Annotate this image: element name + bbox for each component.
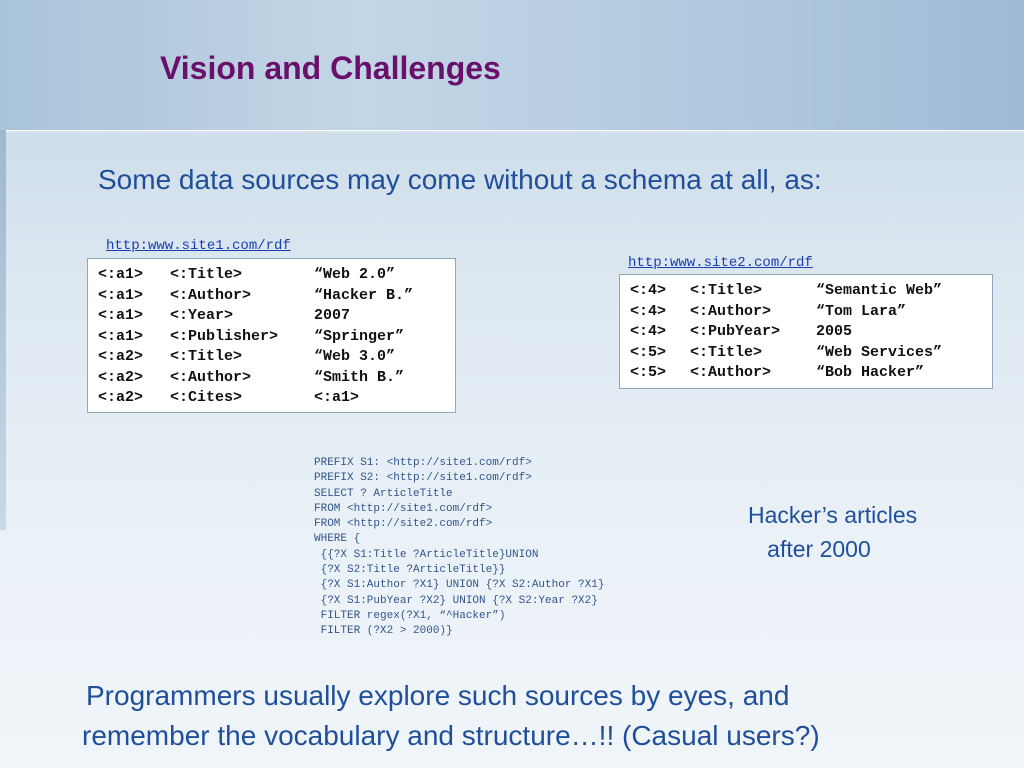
predicate-cell: <:Author> [170,286,252,304]
footer-line: remember the vocabulary and structure…!!… [82,720,820,751]
footer-line: Programmers usually explore such sources… [86,680,790,711]
source1-triple-table: <:a1> <:Title> “Web 2.0” <:a1> <:Author> “Hac… [87,258,456,413]
sparql-query: PREFIX S1: <http://site1.com/rdf> PREFIX … [314,456,604,640]
predicate-cell: <:Author> [690,302,772,320]
predicate-cell: <:Title> [690,282,763,299]
query-line: {?X S1:Author ?X1} UNION {?X S2:Author ?… [314,579,605,592]
query-line: SELECT ? ArticleTitle [314,487,453,500]
object-cell: “Web 3.0” [314,348,396,365]
object-cell: “Springer” [314,327,405,345]
query-line: {?X S2:Title ?ArticleTitle}} [314,564,506,577]
query-line: PREFIX S2: <http://site1.com/rdf> [314,472,532,485]
slide-subtitle: Some data sources may come without a sch… [98,164,822,195]
query-line: FILTER regex(?X1, “^Hacker”) [314,609,506,622]
source1-row: <:a2> <:Title> “Web 3.0” [98,347,455,368]
subject-cell: <:a1> [98,266,144,283]
predicate-cell: <:PubYear> [690,323,781,340]
subject-cell: <:a2> [98,348,144,365]
subject-cell: <:4> [630,302,667,320]
footer-text: Programmers usually explore such sources… [0,676,1024,756]
source2-row: <:4> <:Title> “Semantic Web” [630,281,992,302]
object-cell: “Smith B.” [314,368,405,386]
object-cell: “Bob Hacker” [816,364,925,381]
predicate-cell: <:Year> [170,307,234,324]
source1-row: <:a1> <:Author> “Hacker B.” [98,286,455,307]
subject-cell: <:a2> [98,389,144,406]
predicate-cell: <:Publisher> [170,327,279,345]
predicate-cell: <:Title> [690,343,763,361]
object-cell: “Web Services” [816,343,943,361]
subject-cell: <:a1> [98,307,144,324]
subject-cell: <:a2> [98,368,144,386]
source2-triple-table: <:4> <:Title> “Semantic Web” <:4> <:Author> “… [619,274,993,389]
source1-link[interactable]: http:www.site1.com/rdf [106,238,291,254]
subject-cell: <:4> [630,282,667,299]
subject-cell: <:5> [630,364,667,381]
note-line: Hacker’s articles [748,502,918,528]
source1-row: <:a2> <:Author> “Smith B.” [98,368,455,389]
query-line: FROM <http://site2.com/rdf> [314,518,493,531]
source2-row: <:4> <:Author> “Tom Lara” [630,302,992,323]
object-cell: “Tom Lara” [816,302,907,320]
subject-cell: <:a1> [98,286,144,304]
predicate-cell: <:Author> [690,364,772,381]
object-cell: <:a1> [314,389,360,406]
query-line: {?X S1:PubYear ?X2} UNION {?X S2:Year ?X… [314,594,598,607]
source1-row: <:a1> <:Publisher> “Springer” [98,327,455,348]
subject-cell: <:4> [630,323,667,340]
object-cell: 2005 [816,323,853,340]
object-cell: “Web 2.0” [314,266,396,283]
object-cell: 2007 [314,307,351,324]
source2-row: <:5> <:Author> “Bob Hacker” [630,363,992,384]
query-line: PREFIX S1: <http://site1.com/rdf> [314,457,532,469]
source1-row: <:a2> <:Cites> <:a1> [98,388,455,409]
predicate-cell: <:Author> [170,368,252,386]
source2-link[interactable]: http:www.site2.com/rdf [628,255,813,271]
object-cell: “Hacker B.” [314,286,414,304]
source2-row: <:5> <:Title> “Web Services” [630,343,992,364]
subject-cell: <:a1> [98,327,144,345]
slide-title: Vision and Challenges [160,50,501,86]
query-line: FROM <http://site1.com/rdf> [314,502,493,515]
left-decor-strip [0,130,6,530]
header-band [0,0,1024,133]
source1-row: <:a1> <:Year> 2007 [98,306,455,327]
query-line: WHERE { [314,533,361,546]
predicate-cell: <:Title> [170,266,243,283]
source2-row: <:4> <:PubYear> 2005 [630,322,992,343]
subject-cell: <:5> [630,343,667,361]
query-line: FILTER (?X2 > 2000)} [314,625,453,638]
query-line: {{?X S1:Title ?ArticleTitle}UNION [314,548,539,561]
object-cell: “Semantic Web” [816,282,943,299]
predicate-cell: <:Title> [170,348,243,365]
predicate-cell: <:Cites> [170,389,243,406]
note-line: after 2000 [748,536,871,562]
hacker-articles-note: Hacker’s articles after 2000 [748,498,958,566]
source1-row: <:a1> <:Title> “Web 2.0” [98,265,455,286]
